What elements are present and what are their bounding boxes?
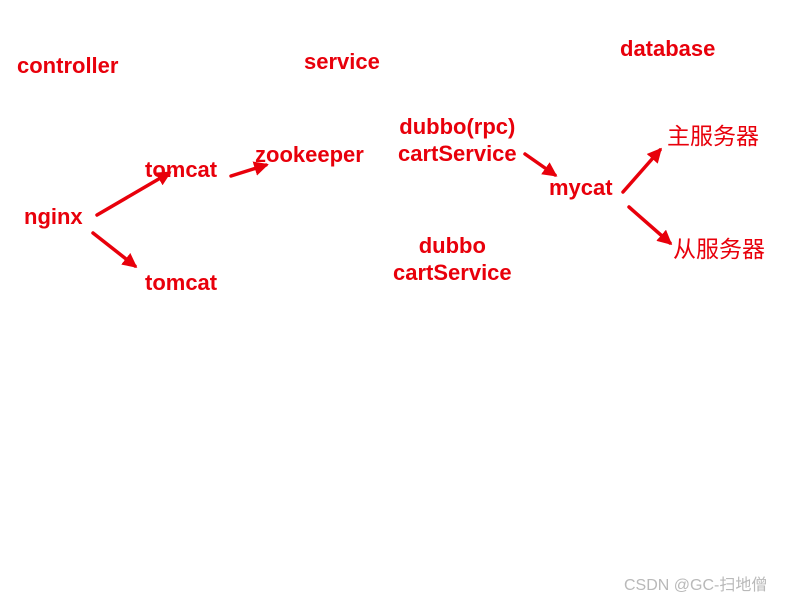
node-zookeeper: zookeeper xyxy=(255,142,364,167)
header-database: database xyxy=(620,36,716,61)
arrow-nginx-to-tomcat-top xyxy=(95,171,172,217)
arrow-mycat-to-slave-server xyxy=(627,205,673,245)
node-nginx: nginx xyxy=(24,204,83,229)
node-dubbo-line1: dubbo xyxy=(418,233,486,258)
node-dubbo-rpc-cartservice: dubbo(rpc) cartService xyxy=(398,113,517,167)
arrow-dubbo-rpc-to-mycat xyxy=(523,152,558,177)
node-tomcat-bottom: tomcat xyxy=(145,270,218,295)
node-dubbo-line2: cartService xyxy=(393,260,512,285)
arrow-tomcat-to-zookeeper xyxy=(229,161,269,178)
header-service: service xyxy=(304,49,380,74)
node-mycat: mycat xyxy=(549,175,613,200)
node-tomcat-top: tomcat xyxy=(145,157,218,182)
node-slave-server: 从服务器 xyxy=(673,237,765,263)
arrow-mycat-to-master-server xyxy=(621,147,662,194)
arrow-nginx-to-tomcat-bottom xyxy=(91,231,138,268)
node-dubbo-cartservice: dubbo cartService xyxy=(393,232,512,286)
header-controller: controller xyxy=(17,53,119,78)
watermark: CSDN @GC-扫地僧 xyxy=(624,577,768,594)
node-dubbo-rpc-line1: dubbo(rpc) xyxy=(399,114,516,139)
node-dubbo-rpc-line2: cartService xyxy=(398,141,517,166)
node-master-server: 主服务器 xyxy=(667,124,759,150)
